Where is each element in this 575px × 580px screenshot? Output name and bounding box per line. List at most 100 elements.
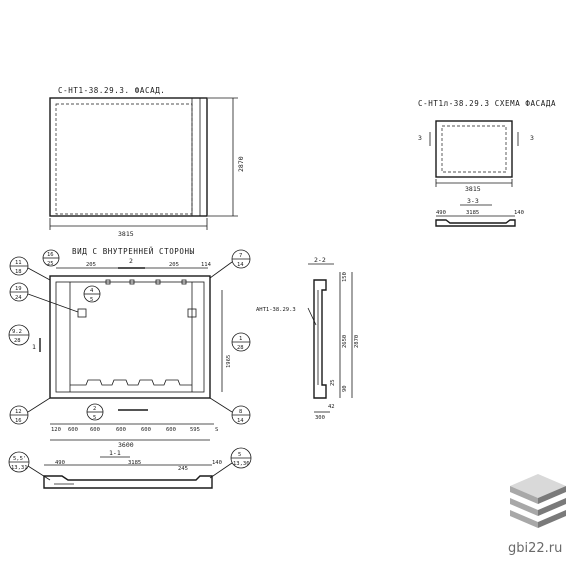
svg-text:14: 14 (237, 418, 244, 424)
inner-panel-bottom-loops (70, 379, 192, 386)
section-33-dim-right: 140 (514, 210, 524, 216)
inner-right-dim-label: 1965 (226, 355, 232, 368)
section-11-title: 1-1 (109, 449, 121, 457)
svg-text:25: 25 (47, 261, 54, 267)
section-11-dim-2: 3185 (128, 460, 141, 466)
inner-cut-label-1: 1 (32, 343, 36, 351)
section-22-profile (313, 279, 327, 399)
callout-5-13-36: 5 13,36 (209, 447, 252, 479)
section-11-view: 1-1 490 3185 245 140 5,5' 13,31 5 13,36 (8, 447, 252, 489)
svg-text:13,36: 13,36 (233, 461, 250, 467)
section-11-profile (43, 475, 213, 489)
watermark: gbi22.ru (508, 474, 566, 556)
inner-embedded-part-right (187, 308, 197, 318)
svg-text:14: 14 (237, 262, 244, 268)
scheme-panel-outline (435, 120, 513, 178)
scheme-title: С-НТ1л-38.29.3 СХЕМА ФАСАДА (418, 99, 556, 108)
svg-text:5: 5 (90, 297, 93, 303)
inner-side-view: ВИД С ВНУТРЕННЕЙ СТОРОНЫ 205 205 114 2 1… (8, 247, 251, 449)
section-33-dim-middle: 3185 (466, 210, 479, 216)
facade-view: С-НТ1-38.29.3. ФАСАД. 3815 2870 (49, 86, 245, 238)
section-33-title: 3-3 (467, 197, 479, 205)
inner-top-dim-3: 114 (201, 262, 212, 268)
section-22-dim-top: 150 (342, 272, 348, 282)
callout-7-14: 7 14 (209, 249, 251, 279)
inner-bottom-dim-3: 600 (90, 427, 100, 433)
svg-text:28: 28 (14, 338, 21, 344)
svg-text:16: 16 (47, 252, 54, 258)
callout-12-16: 12 16 (9, 397, 51, 425)
inner-bottom-dim-1: 120 (51, 427, 61, 433)
svg-text:13,31: 13,31 (11, 465, 28, 471)
svg-text:7: 7 (239, 253, 242, 259)
svg-text:12: 12 (15, 409, 22, 415)
inner-bottom-dim-5: 600 (141, 427, 151, 433)
callout-5-5-13-31: 5,5' 13,31 (8, 451, 51, 481)
section-22-dim-25: 25 (330, 379, 336, 386)
svg-text:5: 5 (238, 452, 241, 458)
section-11-dim-1: 490 (55, 460, 65, 466)
svg-text:28: 28 (237, 345, 244, 351)
inner-top-loop (155, 279, 161, 285)
callout-8-14: 8 14 (209, 397, 251, 425)
inner-top-loop (181, 279, 187, 285)
svg-text:1: 1 (239, 336, 242, 342)
section-11-dim-3: 245 (178, 466, 188, 472)
scheme-width-label: 3815 (465, 185, 481, 193)
callout-19-24: 19 24 (9, 282, 79, 313)
svg-text:18: 18 (15, 269, 22, 275)
inner-top-loop (105, 279, 111, 285)
facade-panel-outline (49, 97, 208, 217)
section-11-dim-4: 140 (212, 460, 222, 466)
watermark-logo-icon (510, 474, 566, 528)
section-22-label-leader (307, 307, 317, 326)
svg-text:11: 11 (15, 260, 22, 266)
inner-bottom-dim-7: 595 (190, 427, 200, 433)
svg-text:2: 2 (93, 406, 96, 412)
facade-title: С-НТ1-38.29.3. ФАСАД. (58, 86, 165, 95)
section-22-dim-middle: 2650 (342, 335, 348, 348)
section-22-dim-overall: 2870 (354, 335, 360, 348)
section-22-view: 2-2 АНТ1-38.29.3 150 2650 2870 25 90 42 … (256, 256, 360, 421)
section-22-panel-label: АНТ1-38.29.3 (256, 307, 296, 313)
inner-view-title: ВИД С ВНУТРЕННЕЙ СТОРОНЫ (72, 247, 195, 256)
callout-1-28: 1 28 (231, 332, 251, 352)
facade-height-label: 2870 (237, 156, 245, 172)
inner-bottom-dim-6: 600 (166, 427, 176, 433)
svg-text:16: 16 (15, 418, 22, 424)
svg-text:5,5': 5,5' (13, 456, 26, 462)
inner-panel-outline (49, 275, 211, 399)
callout-11-18: 11 18 (9, 256, 51, 281)
svg-text:24: 24 (15, 295, 22, 301)
section-22-title: 2-2 (314, 256, 326, 264)
inner-bottom-dim-2: 600 (68, 427, 78, 433)
svg-text:4: 4 (90, 288, 94, 294)
scheme-cut-label-right: 3 (530, 134, 534, 142)
inner-bottom-dim-4: 600 (116, 427, 126, 433)
facade-width-label: 3815 (118, 230, 134, 238)
svg-text:19: 19 (15, 286, 22, 292)
inner-top-dim-2: 205 (169, 262, 179, 268)
svg-text:9.2: 9.2 (12, 329, 22, 335)
scheme-cut-label-left: 3 (418, 134, 422, 142)
callout-16-25: 16 25 (42, 249, 60, 267)
inner-section-marker-top: 2 (129, 257, 133, 265)
section-33-profile (435, 219, 516, 227)
watermark-text: gbi22.ru (508, 541, 562, 556)
inner-top-dim-1: 205 (86, 262, 96, 268)
callout-4-5: 4 5 (83, 285, 101, 303)
section-22-dim-300: 300 (315, 415, 325, 421)
callout-9-2-28: 9.2 28 (8, 324, 30, 346)
svg-text:5: 5 (93, 415, 96, 421)
inner-embedded-part-left (77, 308, 87, 318)
scheme-opening-outline (441, 125, 507, 173)
callout-2-5: 2 5 (86, 403, 104, 421)
inner-overall-dim-label: 3600 (118, 441, 134, 449)
svg-text:8: 8 (239, 409, 242, 415)
section-33-dim-left: 490 (436, 210, 446, 216)
facade-opening-outline (55, 103, 193, 215)
section-22-dim-42: 42 (328, 404, 335, 410)
inner-panel-rib (55, 281, 205, 393)
